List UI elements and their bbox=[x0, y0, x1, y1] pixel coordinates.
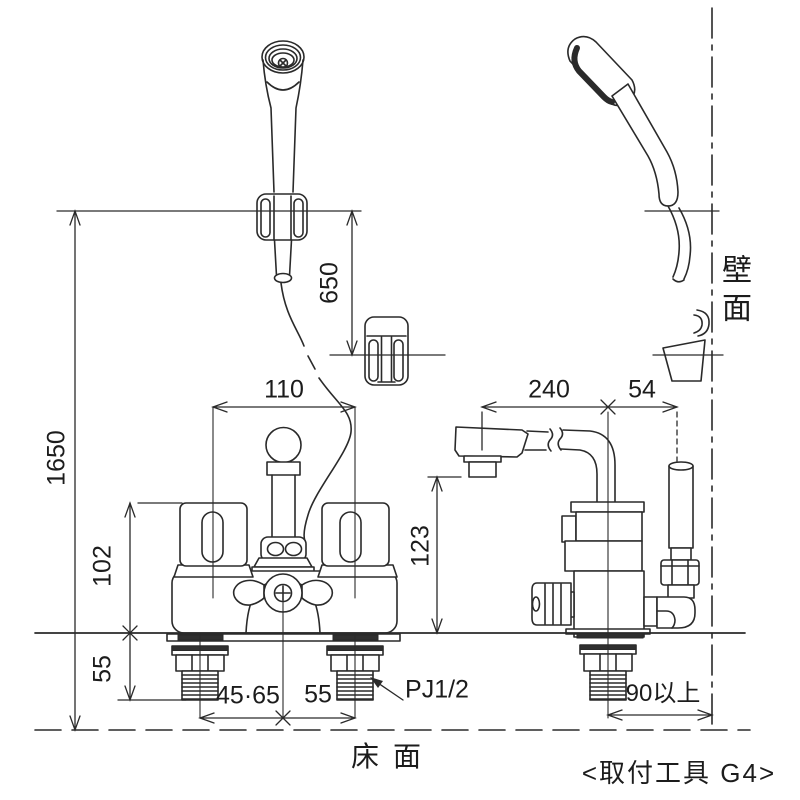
dim-thread-type: PJ1/2 bbox=[405, 675, 469, 704]
dim-shank-below-counter: 55 bbox=[88, 655, 117, 683]
mounting-tool-label: <取付工具 G4> bbox=[581, 758, 777, 788]
dim-total-height: 1650 bbox=[42, 430, 71, 486]
dim-spout-height: 123 bbox=[406, 525, 435, 567]
dim-handle-pitch: 110 bbox=[264, 375, 304, 404]
dim-shower-pipe-offset: 54 bbox=[628, 375, 656, 404]
wall-label: 壁面 bbox=[717, 254, 750, 330]
floor-label: 床面 bbox=[350, 741, 436, 772]
side-view-fixture bbox=[454, 35, 710, 701]
dim-spout-reach: 240 bbox=[528, 375, 570, 404]
front-view-fixture bbox=[166, 40, 409, 701]
dim-pitch-left: 45·65 bbox=[216, 681, 280, 710]
dim-body-above-counter: 102 bbox=[88, 545, 117, 587]
dim-holder-height: 650 bbox=[315, 262, 344, 304]
dim-wall-clearance: 90以上 bbox=[625, 680, 701, 707]
dimension-lines bbox=[34, 209, 751, 732]
dim-pitch-right: 55 bbox=[304, 680, 332, 709]
